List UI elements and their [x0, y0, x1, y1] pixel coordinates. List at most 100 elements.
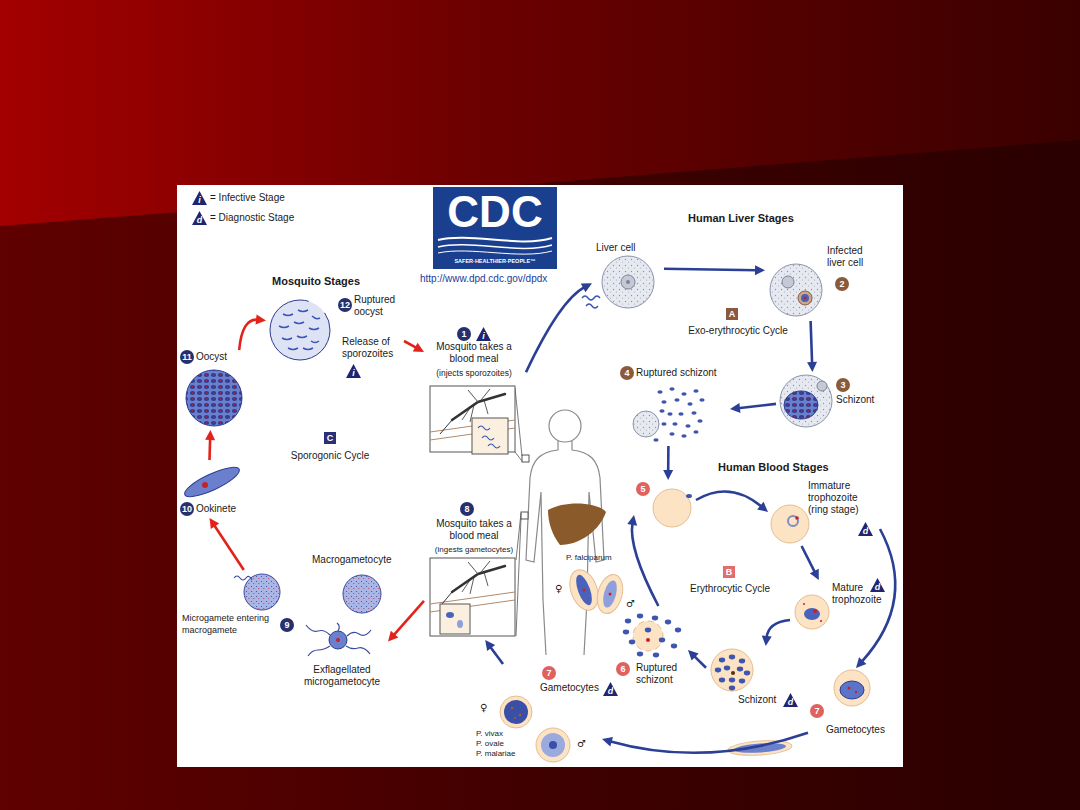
mosquito-feeding-picture: [430, 558, 515, 636]
blood-schizont-picture: [715, 668, 721, 673]
macrogametocyte-picture: [343, 575, 381, 613]
exflagellated-microgametocyte-picture: [306, 623, 371, 656]
arrow-line: [738, 404, 776, 408]
vivax-gametocyte-picture: [541, 733, 565, 757]
leader-line: [515, 388, 522, 456]
stage-label: Liver cell: [596, 242, 635, 254]
ookinete-picture: [202, 482, 208, 488]
ruptured-oocyst-picture: [294, 322, 304, 324]
section-heading: Mosquito Stages: [272, 275, 360, 288]
ruptured-liver-schizont-picture: [685, 424, 690, 428]
image-panel: [177, 185, 903, 767]
arrow-line: [208, 438, 211, 460]
cycle-arrow: [210, 518, 244, 570]
stage-label: Infected liver cell: [827, 245, 877, 269]
gametocyte-picture: [834, 670, 870, 706]
cycle-arrow: [762, 620, 790, 646]
callout-number: 2: [835, 277, 849, 291]
cycle-arrow: [627, 515, 658, 606]
ruptured-oocyst-picture: [288, 348, 298, 350]
logo-text: CDC: [433, 188, 557, 236]
stage-node: 12Ruptured oocystRelease of sporozoites: [266, 290, 404, 392]
arrowhead: [757, 502, 768, 512]
arrow-line: [214, 525, 244, 570]
mature-trophozoite-picture: [820, 620, 822, 622]
ruptured-oocyst-picture: [312, 316, 320, 319]
ruptured-liver-schizont-picture: [691, 411, 696, 415]
ruptured-liver-schizont-picture: [674, 398, 679, 402]
cycle-arrow: [696, 491, 768, 512]
ruptured-liver-schizont-picture: [633, 387, 705, 442]
mosquito-feeding-picture: [446, 612, 454, 618]
stage-label: Oocyst: [196, 351, 227, 363]
ruptured-oocyst-picture: [309, 328, 319, 330]
ruptured-liver-schizont-picture: [633, 411, 659, 437]
cycle-letter: C: [324, 432, 336, 444]
mosquito-feeding-picture: [468, 561, 490, 574]
infected-liver-cell-picture: [804, 297, 807, 300]
liver-schizont-picture: [784, 391, 818, 419]
stage-node: 3Schizont: [776, 372, 880, 430]
blood-schizont-picture: [731, 671, 735, 675]
exflagellated-microgametocyte-picture: [306, 623, 371, 656]
arrowhead: [485, 640, 495, 651]
infective-stage-symbol: i: [192, 191, 207, 205]
callout-number: 6: [616, 662, 630, 676]
arrowhead: [602, 737, 613, 747]
blood-schizont-picture: [729, 678, 735, 683]
url-text: http://www.dpd.cdc.gov/dpdx: [420, 273, 547, 285]
mosquito-bite-picture: [452, 394, 505, 420]
stage-node: Liver cell: [592, 240, 664, 312]
arrow-line: [526, 287, 585, 372]
vivax-gametocyte-picture: [504, 700, 528, 724]
legend-text: = Infective Stage: [210, 192, 285, 204]
mature-trophozoite-picture: [803, 603, 805, 605]
cycle-letter: B: [723, 566, 735, 578]
gametocyte-picture: [840, 681, 864, 699]
falciparum-gametocyte-picture: [573, 573, 595, 607]
sex-symbol: ♂: [626, 598, 635, 610]
blood-schizont-picture: [739, 679, 745, 684]
arrowhead: [762, 636, 772, 646]
ruptured-blood-schizont-picture: [659, 638, 665, 643]
stage-label: Ookinete: [196, 503, 236, 515]
stage-label: (ingests gametocytes): [424, 544, 524, 556]
falciparum-gametocyte-picture: [601, 579, 620, 609]
vivax-gametocyte-picture: [536, 728, 570, 762]
mosquito-bite-picture: [472, 418, 508, 454]
exflagellated-microgametocyte-picture: [336, 638, 340, 642]
falciparum-gametocyte-picture: [565, 566, 604, 614]
oocyst-picture: [186, 370, 242, 426]
ruptured-oocyst-picture: [279, 326, 289, 328]
microgamete-entering-picture: [244, 574, 280, 610]
stage-node: 1Mosquito takes a blood meal(injects spo…: [424, 325, 526, 460]
ruptured-blood-schizont-picture: [623, 614, 681, 658]
stage-label: Mosquito takes a blood meal: [429, 518, 519, 542]
ruptured-oocyst-picture: [270, 300, 330, 360]
cycle-arrow: [664, 265, 765, 275]
stage-label: Gametocytes: [826, 724, 885, 736]
arrowhead: [581, 283, 592, 292]
stage-node: Mature trophozoite: [790, 580, 886, 630]
ruptured-liver-schizont-picture: [693, 430, 698, 434]
diagnostic-stage-symbol: d: [783, 693, 798, 707]
arrowhead: [856, 657, 866, 668]
callout-number: 8: [460, 502, 474, 516]
blood-schizont-picture: [719, 658, 725, 663]
ruptured-blood-schizont-picture: [671, 644, 677, 649]
ruptured-blood-schizont-picture: [623, 614, 681, 658]
ruptured-blood-schizont-picture: [625, 619, 631, 624]
exflagellated-microgametocyte-picture: [329, 631, 347, 649]
liver-schizont-picture: [817, 381, 827, 391]
ruptured-liver-schizont-picture: [667, 412, 672, 416]
legend-text: = Diagnostic Stage: [210, 212, 294, 224]
blood-schizont-picture: [711, 649, 753, 691]
callout-number: 12: [338, 298, 352, 312]
mosquito-bite-picture: [468, 389, 490, 402]
cycle-arrow: [802, 546, 819, 580]
ruptured-liver-schizont-picture: [661, 422, 666, 426]
arrowhead: [627, 515, 637, 526]
arrow-line: [767, 620, 790, 638]
ruptured-oocyst-picture: [311, 341, 319, 343]
